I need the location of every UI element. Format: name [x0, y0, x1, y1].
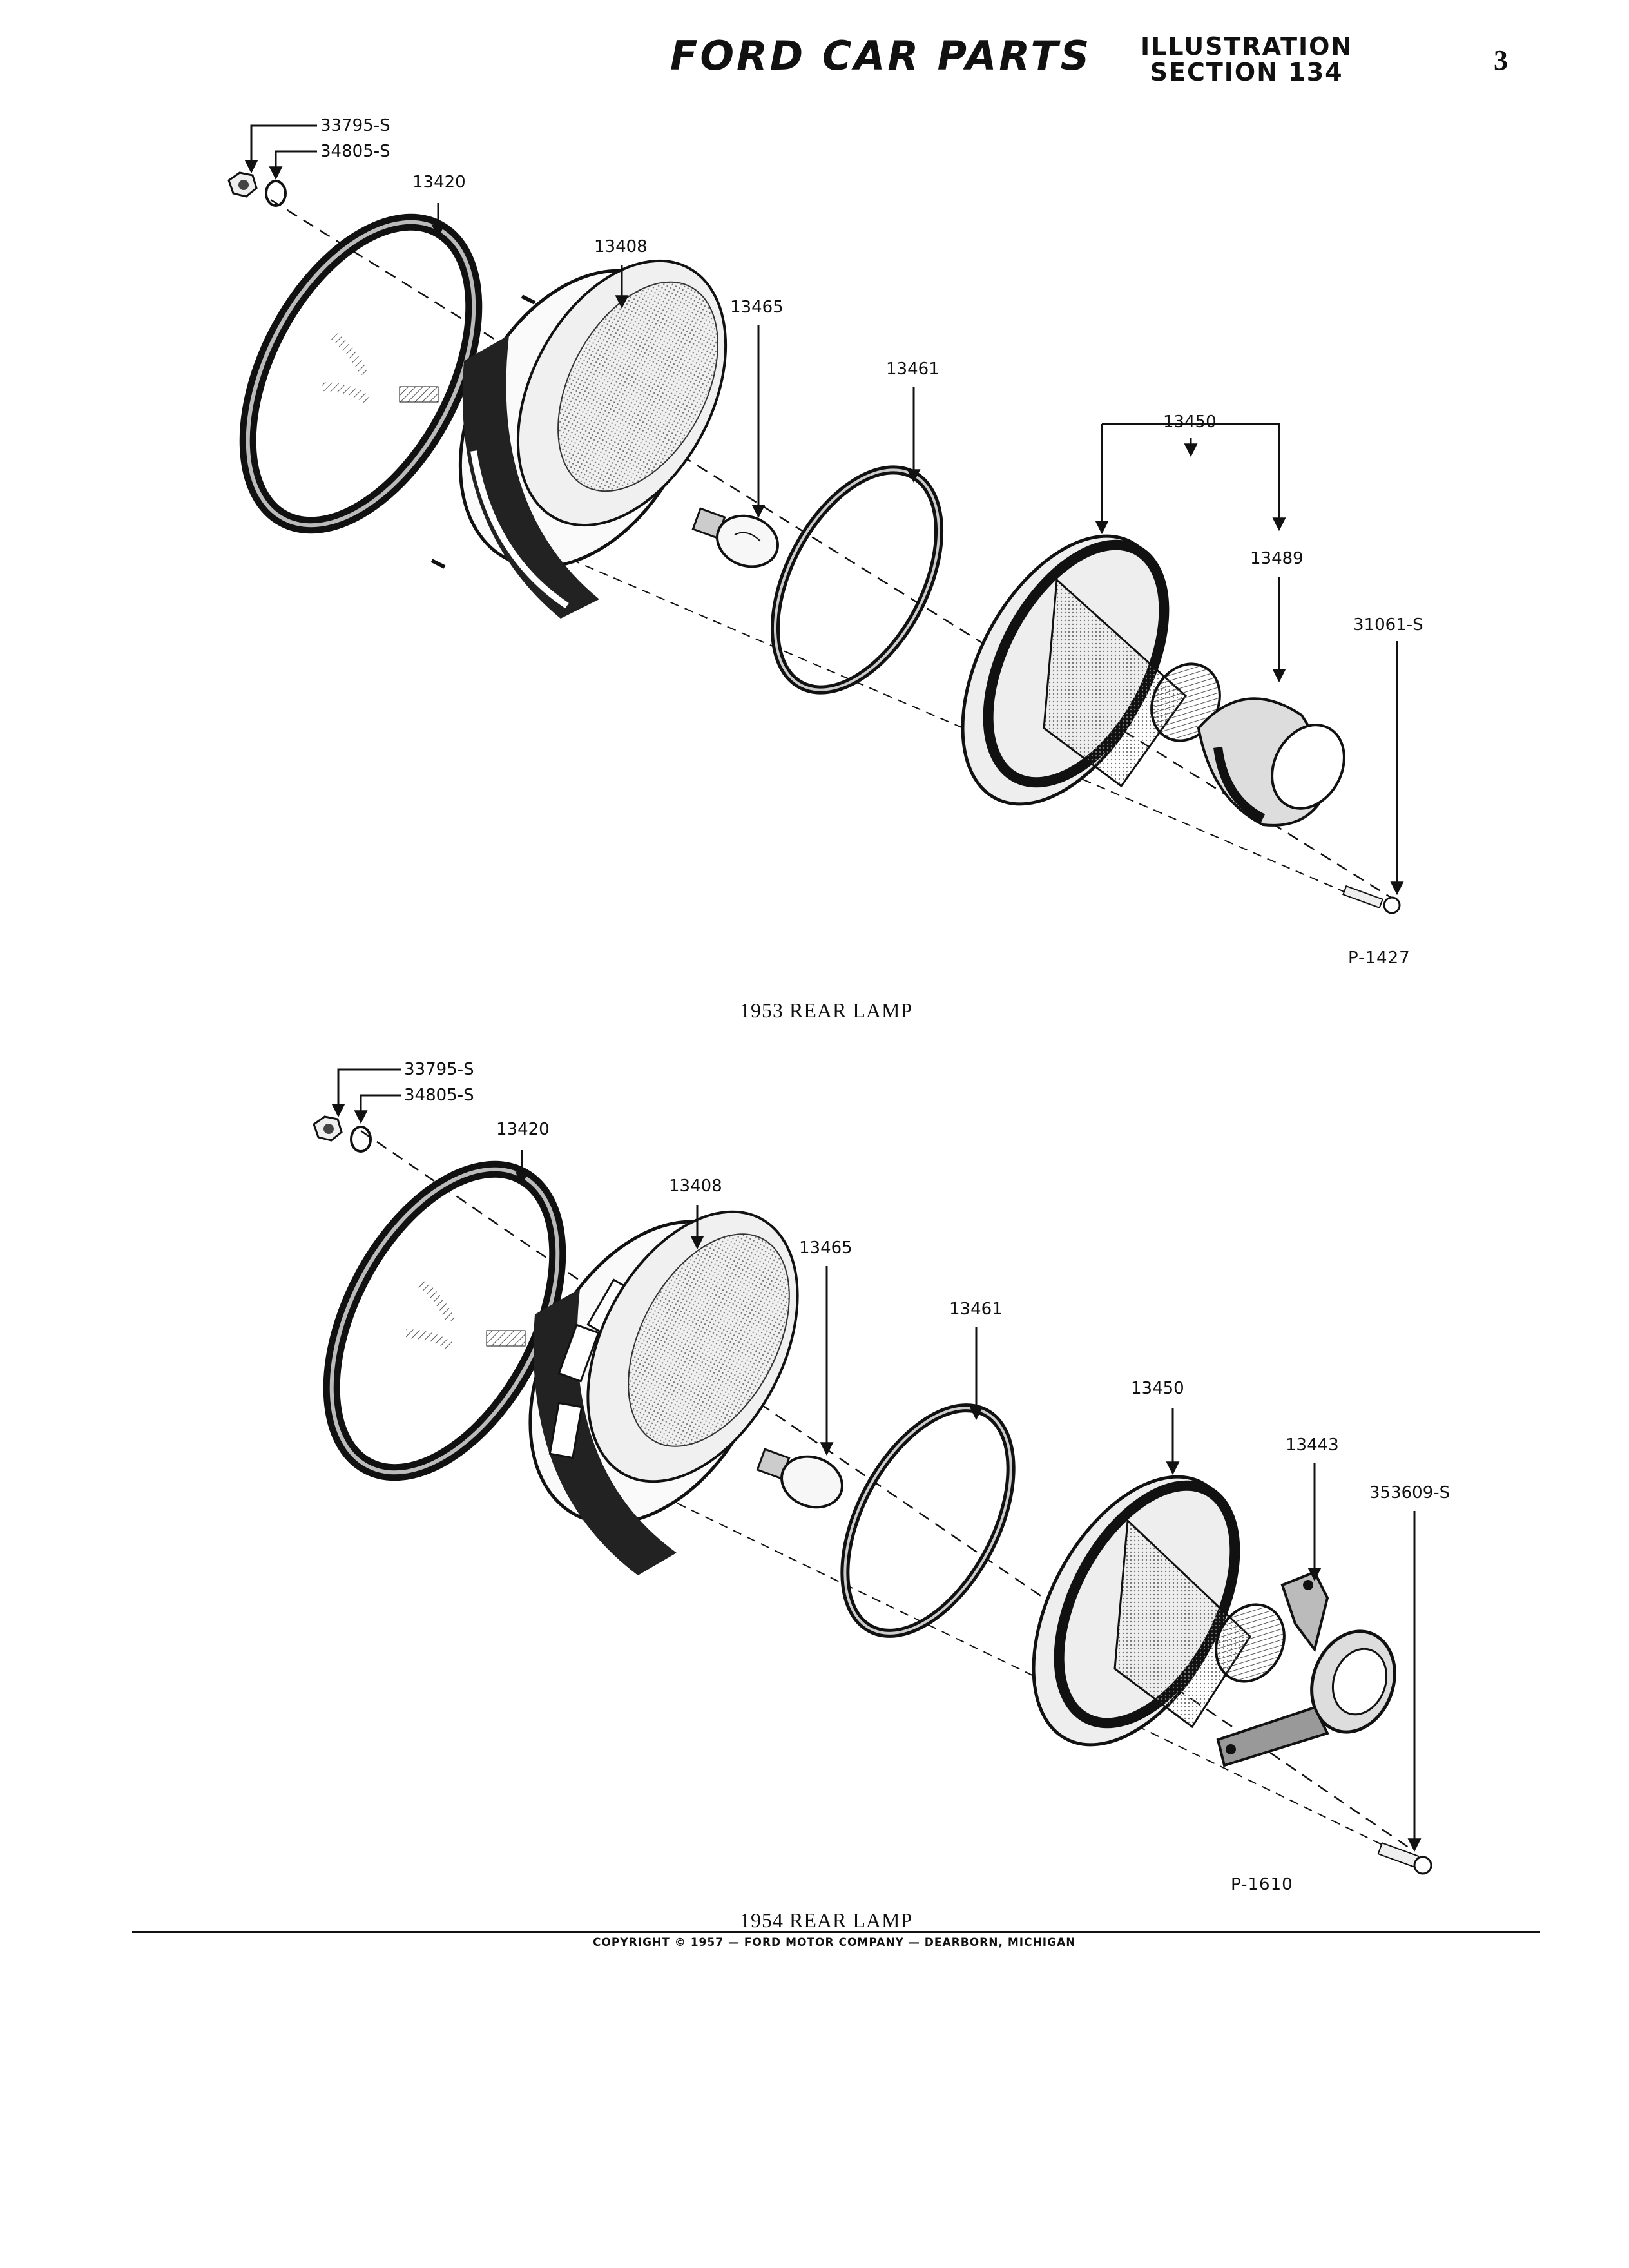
lamp-body-icon	[486, 1210, 799, 1575]
screw-icon	[1342, 885, 1401, 914]
lens-assembly-icon	[1032, 1475, 1286, 1747]
label-1953-lens-gasket: 13461	[886, 360, 940, 379]
lens-assembly-icon	[961, 534, 1221, 806]
illustration-label: ILLUSTRATION	[1141, 32, 1353, 61]
bulb-icon	[756, 1448, 843, 1509]
nut-icon	[227, 171, 258, 198]
copyright-notice: COPYRIGHT © 1957 — FORD MOTOR COMPANY — …	[593, 1936, 1076, 1949]
lamp-body-icon	[399, 259, 728, 619]
label-1954-nut: 33795-S	[404, 1060, 474, 1079]
page-number: 3	[1494, 44, 1508, 76]
caption-1954: 1954 REAR LAMP	[740, 1908, 913, 1932]
label-1953-nut: 33795-S	[320, 116, 390, 135]
lens-gasket-icon	[770, 465, 944, 695]
reference-1953: P-1427	[1348, 948, 1411, 968]
label-1954-bracket: 13443	[1286, 1436, 1339, 1455]
lens-gasket-icon	[840, 1403, 1016, 1638]
label-1953-body: 13408	[594, 237, 648, 256]
leaders-1954	[331, 1068, 1422, 1852]
label-1954-lens-gasket: 13461	[949, 1300, 1003, 1319]
assembly-axis-lower-1953	[528, 541, 1354, 896]
label-1953-lens-assembly: 13450	[1163, 412, 1217, 432]
label-1954-screw: 353609-S	[1369, 1483, 1451, 1503]
washer-icon	[265, 180, 287, 207]
screw-icon	[1377, 1842, 1432, 1875]
label-1953-washer: 34805-S	[320, 142, 390, 161]
label-1954-body: 13408	[669, 1177, 722, 1196]
label-1953-screw: 31061-S	[1353, 615, 1423, 635]
bulb-icon	[691, 507, 779, 568]
reference-1954: P-1610	[1231, 1875, 1293, 1894]
label-1953-bulb: 13465	[730, 298, 784, 317]
brand-title: FORD CAR PARTS	[670, 32, 1092, 79]
lens-cap-icon	[1197, 697, 1345, 827]
assembly-axis-1953	[270, 198, 1399, 903]
illustration-section: ILLUSTRATION SECTION 134	[1141, 34, 1353, 85]
label-1954-bulb: 13465	[799, 1238, 853, 1258]
leaders-1953	[244, 124, 1404, 896]
label-1954-lens-assembly: 13450	[1131, 1379, 1184, 1398]
label-1954-washer: 34805-S	[404, 1086, 474, 1105]
bracket-icon	[1216, 1570, 1396, 1767]
diagram-1954	[313, 1068, 1432, 1875]
nut-icon	[313, 1115, 343, 1142]
section-label: SECTION 134	[1150, 58, 1344, 86]
washer-icon	[350, 1126, 372, 1153]
label-1953-gasket: 13420	[412, 173, 466, 192]
label-1953-lens-cap: 13489	[1250, 549, 1304, 568]
diagram-1953	[227, 124, 1404, 914]
caption-1953: 1953 REAR LAMP	[740, 999, 913, 1022]
assembly-axis-lower-1954	[579, 1456, 1405, 1856]
label-1954-gasket: 13420	[496, 1120, 550, 1139]
footer-rule	[132, 1931, 1540, 1933]
